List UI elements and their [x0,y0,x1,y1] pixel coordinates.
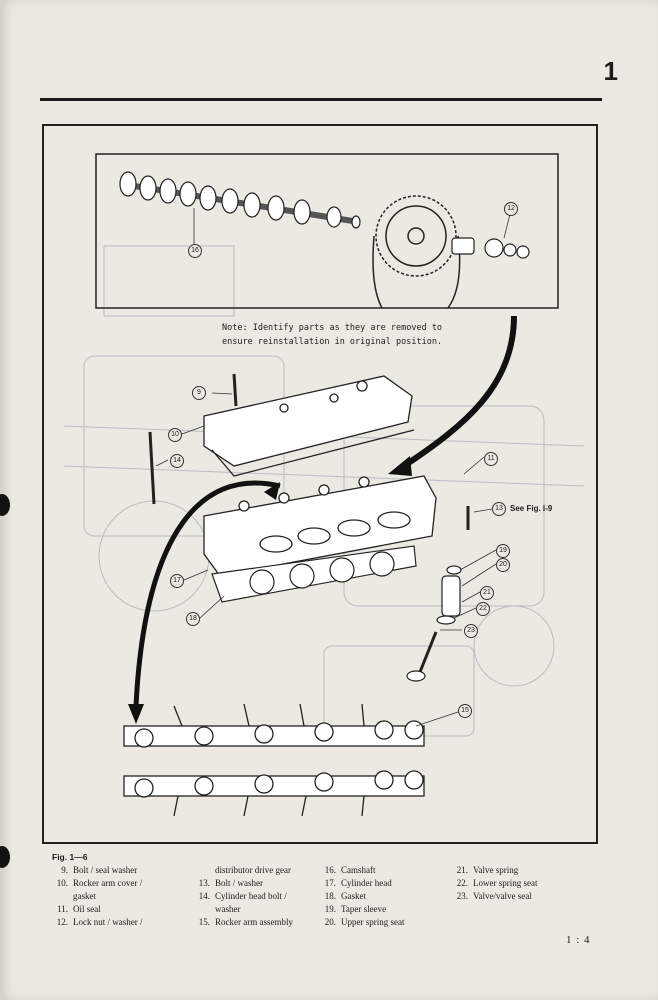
cylinder-head [203,475,437,577]
legend-column-2: distributor drive gear 13.Bolt / washer … [194,864,293,929]
callout-12: 12 [504,202,518,216]
callout-15: 15 [458,704,472,718]
rocker-arm-cover [203,375,415,477]
legend-text: gasket [73,891,96,901]
legend-text: Cylinder head bolt / [215,891,287,901]
legend-text: Taper sleeve [341,904,387,914]
note-line: ensure reinstallation in original positi… [222,337,443,347]
removal-note: Note: Identify parts as they are removed… [222,321,452,349]
legend-number: 15. [198,917,210,927]
callout-10: 10 [168,428,182,442]
legend-item: 15. Rocker arm assembly [194,916,293,929]
legend-number: 19. [324,904,336,914]
legend-text: Bolt / washer [215,878,263,888]
callout-19: 19 [496,544,510,558]
lock-nut-washer-gear [451,237,530,259]
legend-text: Rocker arm assembly [215,917,293,927]
callout-18: 18 [186,612,200,626]
legend-item: 12. Lock nut / washer / [52,916,143,929]
cover-bolt [232,373,238,407]
legend-item: 13. Bolt / washer [194,877,293,890]
legend-item: 10. Rocker arm cover / [52,877,142,890]
legend-item: gasket [52,890,142,903]
callout-23: 23 [464,624,478,638]
legend-item: distributor drive gear [194,864,293,877]
assembly-arrow [133,480,281,707]
callout-17: 17 [170,574,184,588]
callout-9: 9 [192,386,206,400]
legend-text: Lock nut / washer / [73,917,143,927]
legend-number: 17. [324,878,336,888]
legend-item: 11. Oil seal [52,903,142,916]
head-gasket [211,545,417,603]
legend-text: distributor drive gear [215,865,291,875]
note-line: Note: Identify parts as they are removed… [222,323,443,333]
legend-number: 13. [198,878,210,888]
exploded-view-figure: Note: Identify parts as they are removed… [42,124,598,844]
callout-11: 11 [484,452,498,466]
callout-16: 16 [188,244,202,258]
legend-column-1: 9. Bolt / seal washer 10. Rocker arm cover… [52,864,143,929]
legend-column-4: 21. Valve spring 22. Lower spring seat 23.… [452,864,538,903]
legend-item: 22. Lower spring seat [452,877,538,890]
legend-item: 9. Bolt / seal washer [52,864,142,877]
legend-number: 12. [56,917,68,927]
page-number: 1 : 4 [566,934,591,946]
camshaft-inset-box [95,153,559,309]
callout-14: 14 [170,454,184,468]
legend-number: 11. [57,904,68,914]
legend-text: Oil seal [73,904,101,914]
legend-item: 20. Upper spring seat [320,916,405,929]
head-bolt [148,431,156,505]
legend-item: 18. Gasket [320,890,404,903]
legend-item: 17. Cylinder head [320,877,404,890]
legend-text: Cylinder head [341,878,392,888]
legend-text: washer [215,904,241,914]
callout-13: 13 [492,502,506,516]
removal-arrow [402,315,517,469]
legend-item: 14. Cylinder head bolt / [194,890,293,903]
callout-20: 20 [496,558,510,572]
legend-item: 23. Valve/valve seal [452,890,537,903]
callout-22: 22 [476,602,490,616]
callout-21: 21 [480,586,494,600]
timing-sprocket [372,195,461,309]
legend-number: 16. [324,865,336,875]
legend-text: Camshaft [341,865,376,875]
legend-text: Rocker arm cover / [73,878,143,888]
legend-number: 9. [61,865,68,875]
exploded-view-drawing [63,153,585,817]
legend-text: Valve spring [473,865,519,875]
legend-item: 21. Valve spring [452,864,537,877]
chapter-number: 1 [603,56,618,86]
legend-text: Bolt / seal washer [73,865,138,875]
legend-number: 20. [324,917,336,927]
rocker-arm-assembly [123,703,425,817]
legend-number: 10. [56,878,68,888]
legend-item: 19. Taper sleeve [320,903,404,916]
legend-text: Valve/valve seal [473,891,532,901]
legend-number: 18. [324,891,336,901]
binder-hole [0,846,10,868]
binder-hole [0,494,10,516]
cross-reference: See Fig. I-9 [510,504,553,513]
header-rule [40,98,602,101]
camshaft [119,171,361,229]
legend-text: Lower spring seat [473,878,538,888]
legend-column-3: 16. Camshaft 17. Cylinder head 18. Gasket 1… [320,864,405,929]
figure-label: Fig. 1—6 [52,852,88,862]
legend-item: washer [194,903,293,916]
valve-stack [406,565,462,682]
legend-number: 21. [456,865,468,875]
legend-number: 23. [456,891,468,901]
legend-text: Gasket [341,891,366,901]
legend-item: 16. Camshaft [320,864,404,877]
legend-text: Upper spring seat [341,917,405,927]
legend-number: 22. [456,878,468,888]
legend-number: 14. [198,891,210,901]
leader-lines [155,208,511,727]
